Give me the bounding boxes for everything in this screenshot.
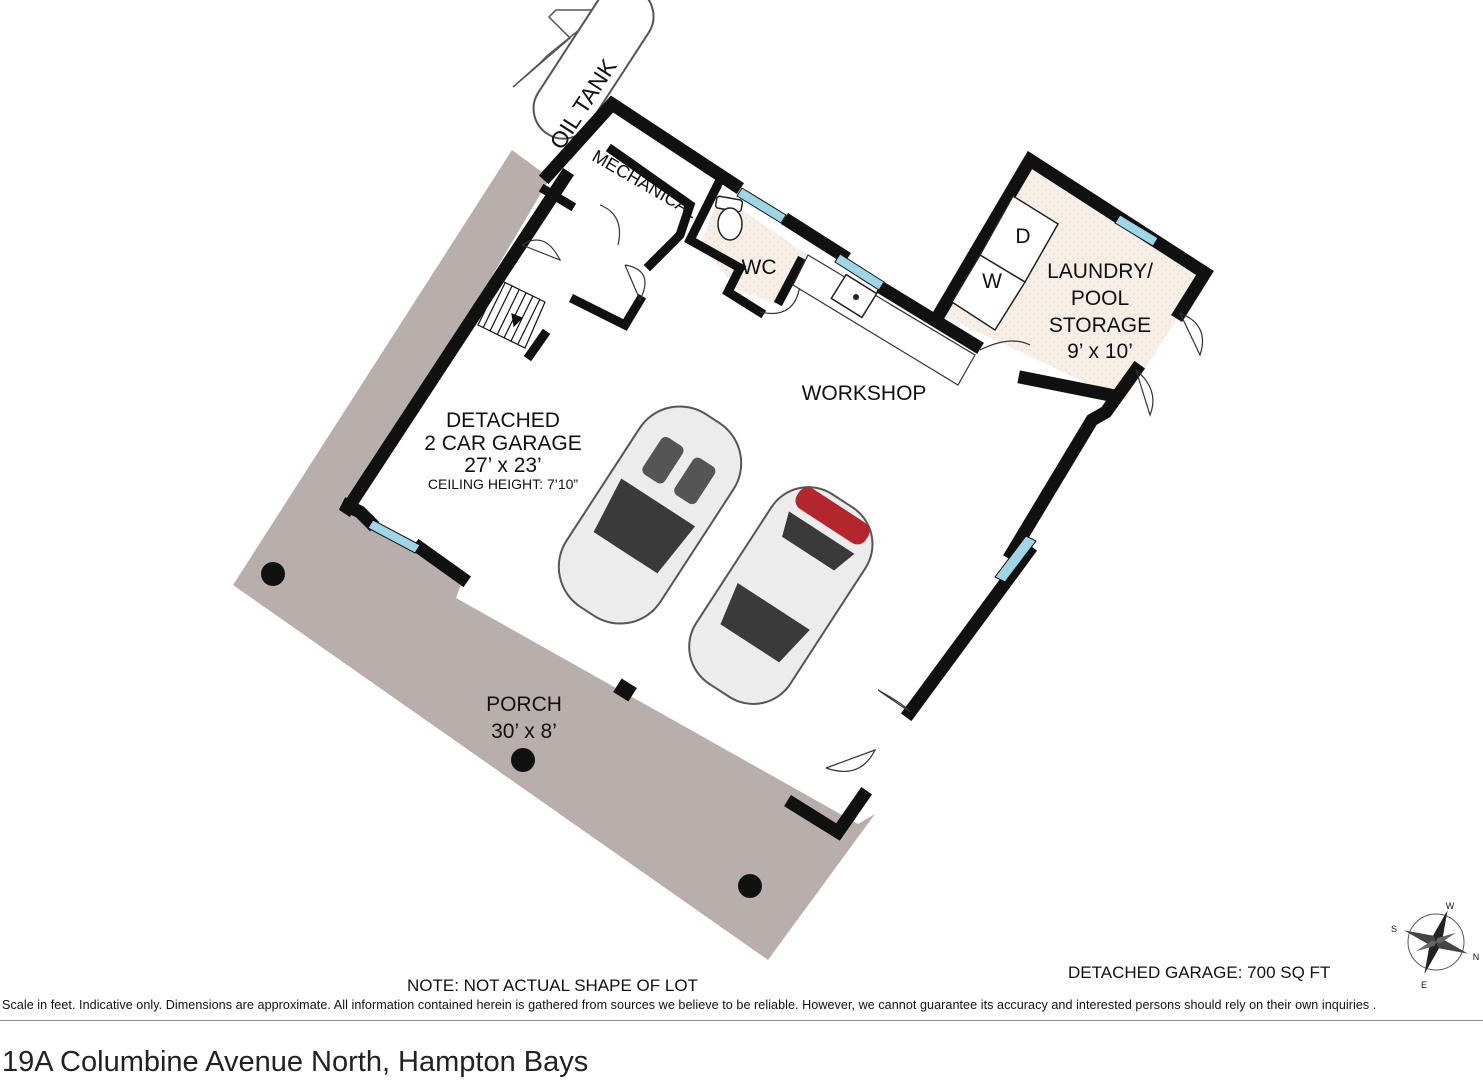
laundry-label-line3: STORAGE [1049,314,1151,337]
property-address: 19A Columbine Avenue North, Hampton Bays [2,1046,589,1078]
toilet-icon [714,195,744,241]
porch-deck [233,150,875,960]
note-lot-shape: NOTE: NOT ACTUAL SHAPE OF LOT [407,976,698,995]
laundry-label-line2: POOL [1071,287,1129,310]
stairs [477,279,546,349]
porch-posts [261,562,762,898]
compass-west: W [1446,901,1455,911]
garage-dims: 27’ x 23’ [464,454,541,477]
compass-south: S [1391,924,1397,934]
disclaimer-text: Scale in feet. Indicative only. Dimensio… [2,998,1377,1012]
walls [339,95,1214,841]
windows [367,187,1159,583]
note-garage-area: DETACHED GARAGE: 700 SQ FT [1068,963,1331,982]
garage-ceiling: CEILING HEIGHT: 7’10” [428,476,578,492]
washer-label: W [982,270,1002,293]
workshop-label: WORKSHOP [802,382,927,405]
sink-icon [830,273,878,319]
compass-east: E [1421,980,1427,990]
compass-north: N [1473,952,1480,962]
compass-rose-icon: W S N E [1391,901,1479,990]
laundry-dims: 9’ x 10’ [1067,340,1133,363]
laundry-label-line1: LAUNDRY/ [1047,260,1153,283]
garage-label-line2: 2 CAR GARAGE [424,432,582,455]
floor-plan: DETACHED 2 CAR GARAGE 27’ x 23’ CEILING … [233,0,1479,990]
oil-tank [512,0,655,140]
footer-divider [0,1020,1483,1021]
garage-label-line1: DETACHED [446,409,560,432]
door-swings [521,204,1204,772]
car-convertible [557,405,743,625]
porch-label: PORCH [486,693,562,716]
interior-walls [523,143,807,362]
dryer-label: D [1015,225,1030,248]
porch-dims: 30’ x 8’ [491,720,557,743]
wc-label: WC [742,256,777,279]
washer-dryer [950,194,1060,332]
car-hatchback [688,486,874,705]
